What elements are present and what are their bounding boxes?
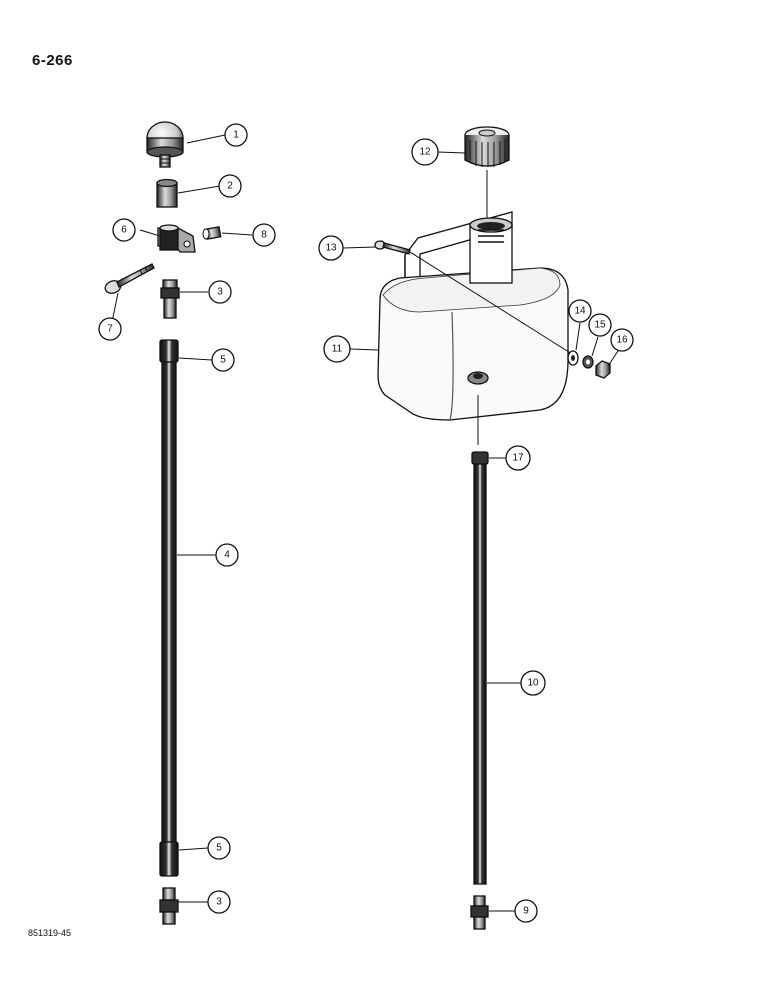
nut (595, 360, 611, 379)
sleeve (156, 178, 178, 208)
figure-code: 851319-45 (28, 928, 72, 938)
svg-text:14: 14 (574, 306, 586, 317)
leader-lines (111, 134, 619, 912)
svg-text:15: 15 (594, 320, 606, 331)
callout-5-lower: 5 (207, 836, 231, 860)
callout-4: 4 (215, 543, 239, 567)
svg-text:7: 7 (107, 324, 113, 335)
callout-13: 13 (318, 235, 344, 261)
callout-16: 16 (610, 328, 634, 352)
svg-text:2: 2 (227, 181, 233, 192)
spacer (202, 226, 222, 240)
callout-9: 9 (514, 899, 538, 923)
clamp (157, 224, 196, 253)
callout-6: 6 (112, 218, 136, 242)
callout-1: 1 (224, 123, 248, 147)
svg-text:13: 13 (325, 243, 337, 254)
page-number: 6-266 (32, 52, 73, 69)
callout-12: 12 (411, 138, 439, 166)
callout-8: 8 (252, 223, 276, 247)
hose-left (159, 339, 179, 877)
lockwasher (582, 355, 594, 369)
callout-11: 11 (323, 335, 351, 363)
hose-right (471, 451, 489, 885)
svg-text:16: 16 (616, 335, 628, 346)
callout-10: 10 (520, 670, 546, 696)
callout-17: 17 (505, 445, 531, 471)
svg-text:1: 1 (233, 130, 239, 141)
bolt (104, 263, 155, 294)
svg-text:10: 10 (527, 678, 539, 689)
svg-text:8: 8 (261, 230, 267, 241)
callout-5-upper: 5 (211, 348, 235, 372)
callout-3-upper: 3 (208, 280, 232, 304)
callout-15: 15 (588, 313, 612, 337)
callouts: 1 2 6 8 3 7 5 4 5 3 12 13 11 14 15 16 17… (98, 123, 634, 923)
svg-text:12: 12 (419, 147, 431, 158)
callout-2: 2 (218, 174, 242, 198)
svg-text:11: 11 (332, 344, 343, 355)
callout-14: 14 (568, 299, 592, 323)
svg-text:5: 5 (220, 355, 226, 366)
callout-7: 7 (98, 317, 122, 341)
fitting-right (470, 895, 489, 930)
washer (567, 350, 579, 366)
svg-text:5: 5 (216, 843, 222, 854)
svg-text:17: 17 (512, 453, 524, 464)
svg-text:4: 4 (224, 550, 230, 561)
svg-text:3: 3 (216, 897, 222, 908)
svg-text:3: 3 (217, 287, 223, 298)
svg-text:6: 6 (121, 225, 127, 236)
reservoir-tank (377, 211, 569, 421)
breather-cap (146, 121, 184, 168)
filler-cap (464, 126, 510, 167)
callout-3-lower: 3 (207, 890, 231, 914)
svg-text:9: 9 (523, 906, 529, 917)
fitting-upper (160, 279, 180, 319)
screw (374, 240, 411, 255)
fitting-lower (159, 887, 179, 925)
